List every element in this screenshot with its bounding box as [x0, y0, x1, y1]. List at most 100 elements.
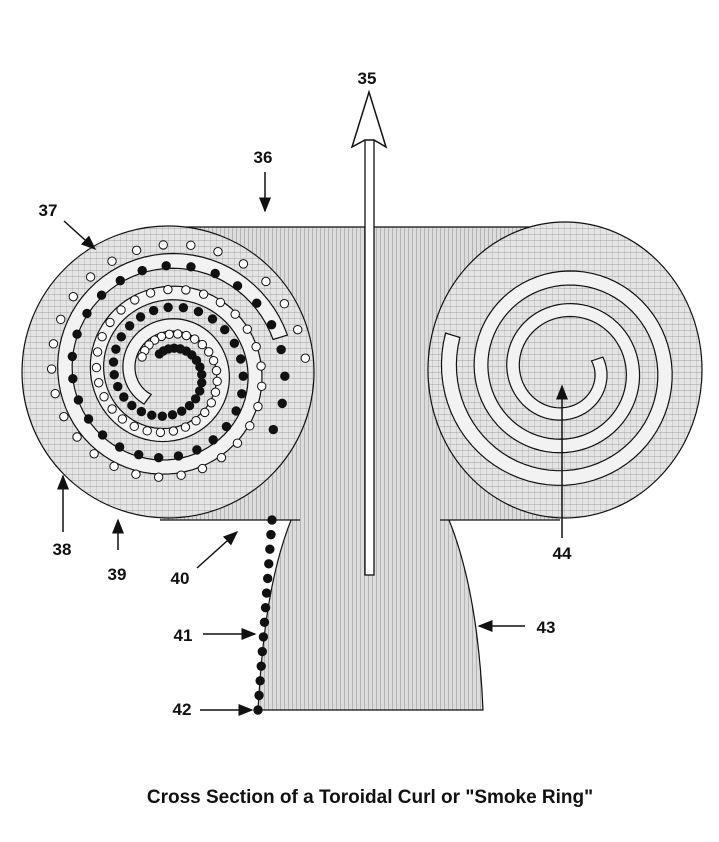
filled-particle-dot	[238, 371, 248, 381]
filled-particle-dot	[148, 305, 159, 316]
open-particle-dot	[142, 426, 152, 436]
filled-particle-dot	[83, 414, 94, 424]
open-particle-dot	[105, 317, 115, 328]
filled-particle-dot	[147, 410, 157, 420]
filled-particle-dot	[268, 424, 279, 435]
open-particle-dot	[206, 398, 217, 408]
open-particle-dot	[186, 240, 196, 250]
open-particle-dot	[238, 259, 249, 269]
open-particle-dot	[293, 324, 303, 335]
open-particle-dot	[253, 401, 263, 412]
filled-particle-dot	[252, 298, 262, 308]
open-particle-dot	[97, 331, 107, 342]
filled-particle-dot	[193, 306, 204, 317]
filled-particle-dot	[134, 449, 144, 460]
open-particle-dot	[261, 276, 271, 287]
filled-particle-dot	[68, 374, 78, 384]
leader-arrows	[57, 172, 568, 716]
open-particle-dot	[68, 291, 78, 302]
open-particle-dot	[279, 298, 290, 309]
filled-particle-dot	[256, 661, 266, 671]
filled-particle-dot	[153, 452, 164, 463]
filled-particle-dot	[255, 676, 265, 686]
open-particle-dot	[92, 347, 103, 357]
open-particle-dot	[213, 246, 223, 257]
filled-particle-dot	[111, 344, 121, 354]
open-particle-dot	[89, 449, 99, 459]
open-particle-dot	[197, 339, 207, 350]
open-particle-dot	[189, 334, 200, 344]
filled-particle-dot	[260, 602, 271, 613]
filled-particle-dot	[277, 398, 287, 409]
filled-particle-dot	[237, 389, 247, 399]
filled-particle-dot	[207, 314, 218, 324]
open-particle-dot	[176, 470, 186, 480]
filled-particle-dot	[220, 325, 230, 335]
right-spiral-layer	[440, 270, 673, 486]
filled-particle-dot	[253, 705, 263, 715]
filled-particle-dot	[197, 377, 207, 388]
filled-particle-dot	[264, 559, 274, 569]
open-particle-dot	[94, 378, 104, 388]
label-35: 35	[358, 69, 377, 88]
filled-particle-dot	[231, 406, 241, 416]
open-particle-dot	[200, 407, 210, 418]
open-particle-dot	[129, 421, 139, 432]
filled-particle-dot	[266, 529, 276, 540]
filled-particle-dot	[210, 268, 220, 279]
open-particle-dot	[48, 339, 59, 349]
filled-particle-dot	[72, 329, 82, 339]
left-spiral-layer	[57, 252, 289, 475]
filled-particle-dot	[116, 332, 126, 342]
filled-particle-dot	[113, 381, 123, 392]
label-38: 38	[53, 540, 72, 559]
filled-particle-dot	[161, 261, 171, 271]
filled-particle-dot	[157, 411, 168, 421]
filled-particle-dot	[229, 338, 240, 348]
label-37: 37	[39, 201, 58, 220]
open-particle-dot	[107, 256, 117, 266]
open-particle-dot	[215, 297, 226, 308]
filled-particle-dot	[192, 445, 202, 455]
filled-particle-dot	[135, 312, 146, 322]
open-particle-dot	[145, 288, 156, 298]
filled-particle-dot	[259, 617, 270, 628]
figure-caption: Cross Section of a Toroidal Curl or "Smo…	[147, 787, 593, 808]
open-particle-dot	[99, 392, 109, 402]
open-particle-dot	[163, 284, 173, 295]
open-particle-dot	[85, 272, 96, 282]
open-particle-dot	[181, 285, 191, 295]
open-particle-dot	[158, 240, 168, 250]
open-particle-dot	[180, 422, 191, 432]
filled-particle-dot	[124, 321, 135, 331]
filled-particle-dot	[266, 320, 277, 330]
open-particle-dot	[164, 329, 175, 340]
open-particle-dot	[204, 347, 214, 357]
filled-particle-dot	[232, 281, 243, 291]
open-particle-dot	[131, 245, 142, 256]
open-particle-dot	[216, 452, 227, 463]
open-particle-dot	[232, 438, 243, 448]
filled-particle-dot	[109, 370, 119, 380]
label-40: 40	[171, 569, 190, 588]
filled-particle-dot	[115, 275, 125, 286]
filled-particle-dot	[208, 435, 218, 445]
filled-particle-dot	[235, 354, 246, 364]
open-particle-dot	[137, 352, 147, 362]
open-particle-dot	[230, 309, 240, 319]
open-particle-dot	[197, 463, 208, 474]
filled-particle-dot	[82, 308, 92, 319]
filled-particle-dot	[67, 351, 78, 362]
open-particle-dot	[72, 432, 82, 442]
filled-particle-dot	[108, 357, 119, 367]
filled-particle-dot	[173, 451, 184, 461]
open-particle-dot	[251, 341, 261, 352]
filled-particle-dot	[136, 406, 147, 417]
label-41: 41	[174, 626, 193, 645]
open-particle-dot	[210, 387, 221, 397]
open-particle-dot	[91, 362, 102, 373]
filled-particle-dot	[96, 290, 107, 300]
open-particle-dot	[109, 461, 119, 472]
label-44: 44	[553, 544, 572, 563]
open-particle-dot	[117, 414, 128, 424]
